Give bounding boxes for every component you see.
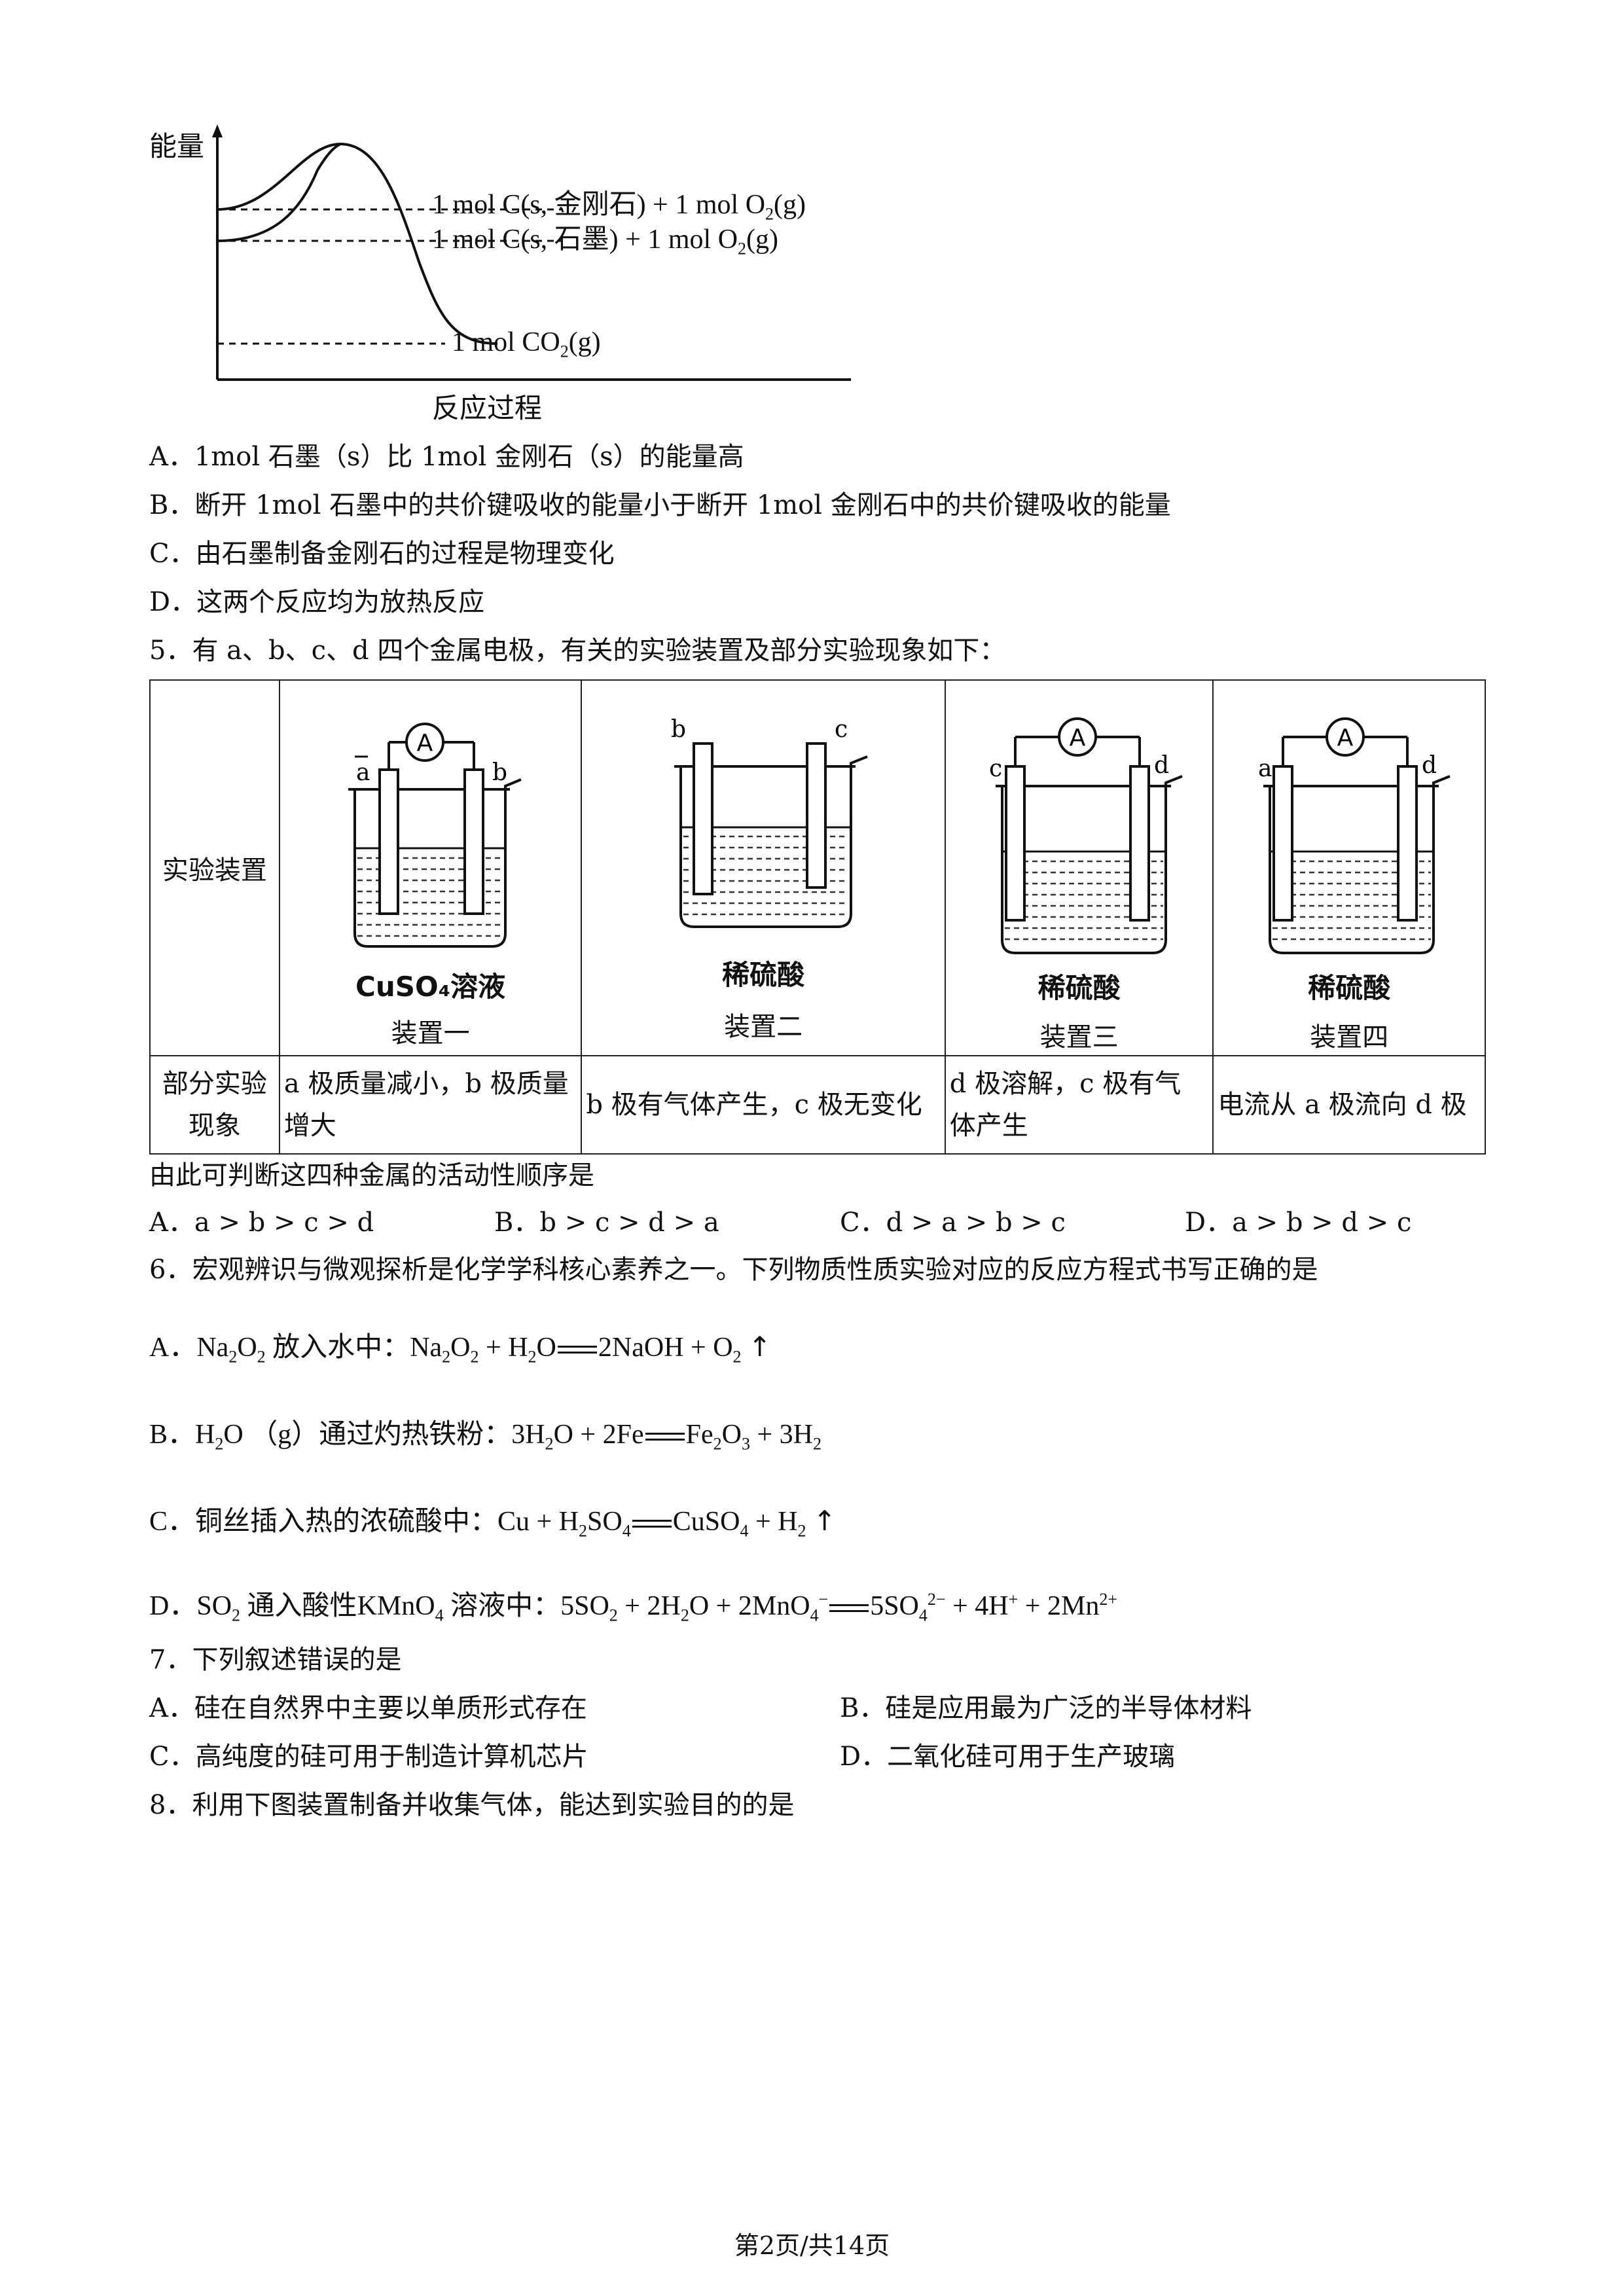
q5-option-a: A．a > b > c > d — [149, 1208, 374, 1238]
energy-diagram: 能量 反应过程 1 mol C(s, 金刚石) + 1 mol O2(g) 1 … — [144, 118, 877, 425]
apparatus-1: A a b — [278, 679, 583, 1056]
phenomenon-2: b 极有气体产生，c 极无变化 — [581, 1055, 946, 1155]
q7-option-a: A．硅在自然界中主要以单质形式存在 — [149, 1693, 587, 1723]
q5-option-c: C．d > a > b > c — [840, 1208, 1066, 1238]
apparatus-3-name: 装置三 — [1039, 1022, 1119, 1052]
electrode-a-label: a — [356, 759, 370, 786]
q4-option-b: B．断开 1mol 石墨中的共价键吸收的能量小于断开 1mol 金刚石中的共价键… — [149, 490, 1171, 520]
q5-stem: 5．有 a、b、c、d 四个金属电极，有关的实验装置及部分实验现象如下： — [149, 636, 1006, 666]
apparatus-4-solution: 稀硫酸 — [1308, 972, 1391, 1004]
phenomenon-1: a 极质量减小，b 极质量增大 — [278, 1055, 583, 1155]
ammeter-label: A — [416, 730, 433, 757]
ammeter-label: A — [1069, 725, 1085, 751]
x-axis-label: 反应过程 — [432, 392, 543, 424]
q7-option-c: C．高纯度的硅可用于制造计算机芯片 — [149, 1742, 588, 1772]
apparatus-2-name: 装置二 — [724, 1012, 803, 1042]
apparatus-4-drawing: A a d — [1258, 717, 1451, 954]
level-graphite-label: 1 mol C(s, 石墨) + 1 mol O2(g) — [432, 224, 779, 259]
apparatus-1-name: 装置一 — [391, 1018, 470, 1049]
level-diamond-label: 1 mol C(s, 金刚石) + 1 mol O2(g) — [432, 190, 806, 224]
level-co2-label: 1 mol CO2(g) — [452, 327, 601, 361]
apparatus-2: b c 稀硫酸 装置二 — [581, 679, 946, 1056]
q7-stem: 7．下列叙述错误的是 — [149, 1645, 402, 1675]
q6-stem: 6．宏观辨识与微观探析是化学学科核心素养之一。下列物质性质实验对应的反应方程式书… — [149, 1255, 1318, 1285]
electrode-c-label: c — [835, 716, 848, 743]
apparatus-1-solution: CuSO₄溶液 — [355, 971, 506, 1003]
q4-option-a: A．1mol 石墨（s）比 1mol 金刚石（s）的能量高 — [149, 442, 744, 472]
q8-stem: 8．利用下图装置制备并收集气体，能达到实验目的的是 — [149, 1790, 795, 1820]
apparatus-3: A c d 稀硫酸 — [944, 679, 1214, 1056]
ammeter-label: A — [1337, 725, 1354, 751]
page-footer: 第2页/共14页 — [734, 2231, 890, 2260]
apparatus-3-drawing: A c d — [989, 717, 1183, 954]
apparatus-4-name: 装置四 — [1310, 1022, 1389, 1052]
electrode-d-label: d — [1154, 752, 1169, 779]
q7-option-d: D．二氧化硅可用于生产玻璃 — [840, 1742, 1176, 1772]
electrode-b-label: b — [492, 759, 507, 786]
energy-diagram-svg — [212, 124, 851, 381]
apparatus-4: A a d 稀硫酸 — [1212, 679, 1486, 1056]
row-header-phenomena: 部分实验现象 — [149, 1055, 280, 1155]
y-axis-label: 能量 — [149, 130, 205, 162]
q4-option-c: C．由石墨制备金刚石的过程是物理变化 — [149, 539, 615, 569]
apparatus-1-drawing: A a b — [348, 723, 522, 948]
apparatus-2-drawing: b c — [671, 716, 869, 928]
experiment-table: 实验装置 A a b — [149, 679, 1486, 1155]
q6-option-d: D．SO2 通入酸性KMnO4 溶液中：5SO2 + 2H2O + 2MnO4−… — [149, 1590, 1117, 1625]
electrode-c-label: c — [989, 755, 1002, 782]
electrode-d-label: d — [1422, 752, 1437, 779]
apparatus-2-solution: 稀硫酸 — [722, 959, 805, 991]
q5-conclusion: 由此可判断这四种金属的活动性顺序是 — [149, 1160, 594, 1191]
electrode-b-label: b — [671, 716, 686, 743]
q5-option-d: D．a > b > d > c — [1185, 1208, 1412, 1238]
electrode-a-label: a — [1258, 755, 1272, 782]
phenomenon-4: 电流从 a 极流向 d 极 — [1212, 1055, 1486, 1155]
row-header-apparatus: 实验装置 — [149, 679, 280, 1056]
q4-option-d: D．这两个反应均为放热反应 — [149, 587, 485, 617]
q5-option-b: B．b > c > d > a — [494, 1208, 719, 1238]
apparatus-3-solution: 稀硫酸 — [1038, 972, 1121, 1004]
phenomenon-3: d 极溶解，c 极有气体产生 — [944, 1055, 1214, 1155]
q7-option-b: B．硅是应用最为广泛的半导体材料 — [840, 1693, 1252, 1723]
